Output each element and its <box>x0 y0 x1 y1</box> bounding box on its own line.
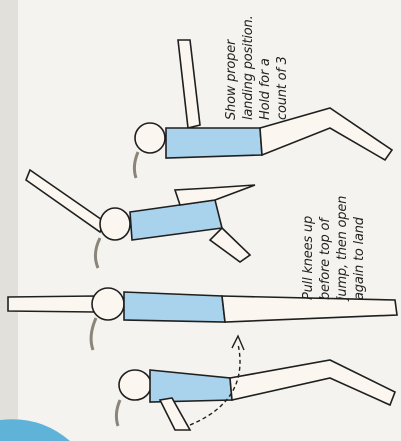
ponytail-figure-1 <box>116 400 120 426</box>
caption-line: Pull knees up <box>300 196 317 300</box>
caption-line: landing position. <box>240 15 257 120</box>
figure-tuck-jump <box>26 170 255 268</box>
leotard-figure-4 <box>166 128 262 158</box>
figure-start-position <box>116 360 395 430</box>
caption-line: again to land <box>351 196 368 300</box>
arms-figure-2 <box>8 296 95 312</box>
page-edge-shadow <box>0 0 18 441</box>
ponytail-figure-4 <box>134 152 138 178</box>
caption-line: Hold for a <box>257 15 274 120</box>
arm-figure-1 <box>160 398 190 430</box>
caption-landing-position: Show proper landing position. Hold for a… <box>223 15 291 120</box>
leotard-figure-3 <box>130 200 222 240</box>
caption-line: Show proper <box>223 15 240 120</box>
head-figure-4 <box>135 123 165 153</box>
arm-figure-4 <box>178 40 200 128</box>
head-figure-1 <box>119 370 151 400</box>
ponytail-figure-2 <box>91 318 96 350</box>
ponytail-figure-3 <box>95 238 100 268</box>
caption-line: before top of <box>317 196 334 300</box>
shins-figure-3 <box>210 228 250 262</box>
caption-line: jump, then open <box>334 196 351 300</box>
caption-line: count of 3 <box>274 15 291 120</box>
head-figure-3 <box>100 208 130 240</box>
legs-figure-1 <box>230 360 395 405</box>
arms-figure-3 <box>26 170 105 232</box>
caption-tuck-jump: Pull knees up before top of jump, then o… <box>300 196 368 300</box>
head-figure-2 <box>92 288 124 320</box>
corner-accent <box>0 419 70 441</box>
leotard-figure-1 <box>150 370 232 402</box>
motion-arrowhead <box>232 336 244 350</box>
leotard-figure-2 <box>124 292 225 322</box>
